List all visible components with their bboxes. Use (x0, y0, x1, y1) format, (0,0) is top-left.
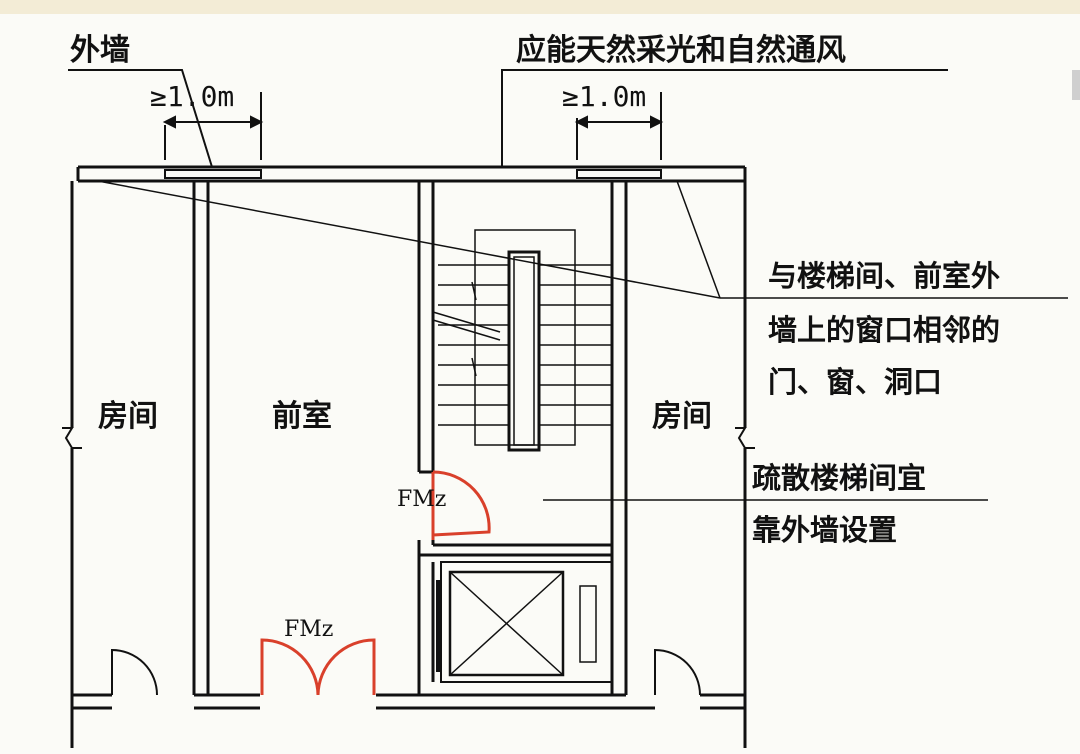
annotation-leaders (68, 69, 1068, 501)
fire-door-antechamber (260, 638, 376, 696)
door-room-right (654, 648, 701, 696)
elevator-counterweight (579, 585, 597, 663)
leader-openings-a (97, 180, 721, 299)
label-room-left: 房间 (98, 399, 158, 434)
top-band (0, 0, 1080, 14)
elevator-shaft (440, 561, 613, 683)
label-dim-right: ≥1.0m (562, 80, 646, 113)
elevator-car (448, 570, 565, 677)
label-outer-wall: 外墙 (70, 33, 130, 68)
label-fire-door-lower: FMz (284, 617, 333, 642)
door-room-left (111, 648, 158, 696)
edge-marker (1072, 70, 1080, 100)
stair-treads (438, 264, 612, 426)
label-fire-door-upper: FMz (397, 487, 446, 512)
label-openings-line3: 门、窗、洞口 (768, 365, 942, 399)
label-dim-left: ≥1.0m (150, 80, 234, 113)
label-stair-note-line1: 疏散楼梯间宜 (752, 461, 926, 495)
label-openings-line2: 墙上的窗口相邻的 (768, 313, 1000, 347)
window-left (164, 169, 262, 179)
leader-outer-wall (68, 69, 213, 168)
stair-well (507, 250, 541, 452)
label-room-right: 房间 (652, 399, 712, 434)
doors (111, 470, 701, 696)
label-antechamber: 前室 (272, 399, 332, 434)
staircase (432, 229, 612, 452)
leader-openings-b (676, 180, 721, 299)
fire-door-stair (431, 470, 491, 540)
elevator (436, 561, 613, 683)
plan-walls (62, 165, 755, 748)
label-openings-line1: 与楼梯间、前室外 (768, 259, 1000, 293)
label-natural-light: 应能天然采光和自然通风 (516, 33, 846, 68)
leader-natural-light (501, 69, 948, 167)
window-right (576, 169, 662, 179)
label-stair-note-line2: 靠外墙设置 (752, 513, 897, 547)
